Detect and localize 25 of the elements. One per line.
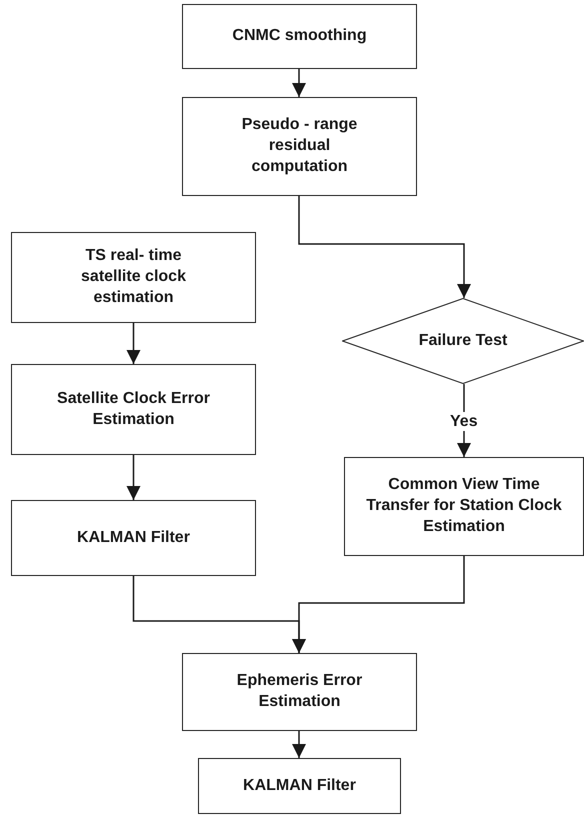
node-label: TS real- time satellite clock estimation [80, 246, 187, 308]
arrow [292, 69, 306, 97]
node-label: Failure Test [418, 330, 508, 351]
arrow [292, 731, 306, 758]
process-box [198, 758, 401, 814]
node-label: Ephemeris Error Estimation [236, 671, 364, 712]
arrow [292, 556, 465, 653]
node-label: KALMAN Filter [242, 776, 357, 796]
process-box [182, 4, 417, 69]
process-box [11, 232, 256, 323]
arrow [126, 455, 140, 500]
process-box [11, 500, 256, 576]
edge-label: Yes [448, 412, 480, 432]
process-box [344, 457, 584, 556]
arrow [126, 323, 140, 364]
node-label: Satellite Clock Error Estimation [56, 388, 211, 430]
node-label: Common View Time Transfer for Station Clock Estimation [365, 475, 563, 537]
decision-diamond [342, 298, 584, 384]
node-label: KALMAN Filter [76, 528, 191, 548]
node-label: CNMC smoothing [231, 26, 368, 46]
node-label: Pseudo - range residual computation [240, 115, 358, 177]
process-box [11, 364, 256, 455]
arrow [298, 196, 471, 298]
process-box [182, 653, 417, 731]
process-box [182, 97, 417, 196]
